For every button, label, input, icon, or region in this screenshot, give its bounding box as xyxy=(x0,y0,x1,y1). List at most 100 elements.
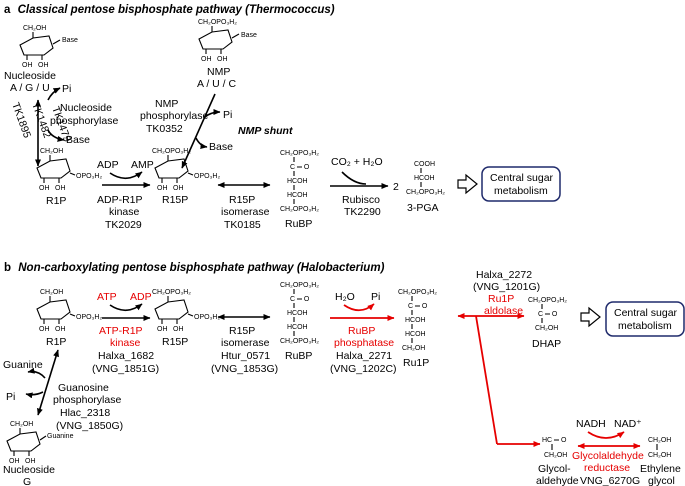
svg-text:(VNG_1853G): (VNG_1853G) xyxy=(211,363,278,375)
nmp-shunt-arrow xyxy=(181,93,216,169)
r1p-label-b: R1P xyxy=(46,336,66,348)
nmp-phos-name-1: NMP xyxy=(155,98,178,110)
svg-text:CH₂OH: CH₂OH xyxy=(23,25,46,32)
svg-text:HCOH: HCOH xyxy=(287,310,308,317)
svg-text:Guanosine: Guanosine xyxy=(58,382,109,394)
nucleoside-bases: A / G / U xyxy=(10,82,50,94)
r15p-structure-b: CH₂OPO₃H₂ OPO₃H₂ OH OH R15P xyxy=(152,289,220,348)
svg-text:(VNG_1202C): (VNG_1202C) xyxy=(330,363,397,375)
svg-text:CH₂OH: CH₂OH xyxy=(402,345,425,352)
svg-text:(VNG_1850G): (VNG_1850G) xyxy=(56,420,123,432)
ethylene-glycol-structure: CH₂OH CH₂OH Ethylene glycol xyxy=(640,437,681,486)
ru1p-label: Ru1P xyxy=(403,357,429,369)
svg-text:Guanine: Guanine xyxy=(3,359,43,371)
svg-text:OPO₃H₂: OPO₃H₂ xyxy=(194,173,220,180)
glycol-label-2: aldehyde xyxy=(536,475,579,486)
svg-text:OH: OH xyxy=(38,62,49,69)
svg-text:HC ═ O: HC ═ O xyxy=(542,437,567,444)
svg-text:C ═ O: C ═ O xyxy=(290,296,310,303)
tk-id-3: TK1895 xyxy=(9,101,33,140)
panel-b: b Non-carboxylating pentose bisphosphate… xyxy=(3,262,685,486)
svg-text:OH: OH xyxy=(55,326,66,333)
r15p-structure-a: CH₂OPO₃H₂ OPO₃H₂ OH OH R15P xyxy=(152,148,220,206)
svg-text:Hlac_2318: Hlac_2318 xyxy=(60,407,110,419)
nucleoside-g-structure: CH₂OH Guanine OH OH Nucleoside G xyxy=(3,421,74,486)
svg-text:Halxa_2272: Halxa_2272 xyxy=(476,269,532,281)
svg-text:CH₂OH: CH₂OH xyxy=(544,452,567,459)
svg-text:metabolism: metabolism xyxy=(494,185,548,197)
svg-text:OH: OH xyxy=(157,326,168,333)
nuc-phos-name-2: phosphorylase xyxy=(50,115,118,127)
svg-text:C ═ O: C ═ O xyxy=(538,311,558,318)
svg-text:VNG_6270G: VNG_6270G xyxy=(580,475,640,486)
rubp-label-b: RuBP xyxy=(285,350,312,362)
svg-text:Halxa_2271: Halxa_2271 xyxy=(336,350,392,362)
svg-text:CH₂OH: CH₂OH xyxy=(648,437,671,444)
svg-text:CH₂OH: CH₂OH xyxy=(40,148,63,155)
svg-text:HCOH: HCOH xyxy=(414,175,435,182)
svg-text:OH: OH xyxy=(39,185,50,192)
base-label: Base xyxy=(66,134,90,146)
glycol-label-1: Glycol- xyxy=(538,463,571,475)
svg-text:OH: OH xyxy=(217,56,228,63)
svg-text:Central sugar: Central sugar xyxy=(614,307,678,319)
dhap-label: DHAP xyxy=(532,338,561,350)
svg-text:HCOH: HCOH xyxy=(405,317,426,324)
ethylene-label-2: glycol xyxy=(648,475,675,486)
svg-text:Rubisco: Rubisco xyxy=(342,194,380,206)
nmp-label: NMP xyxy=(207,66,230,78)
svg-text:isomerase: isomerase xyxy=(221,337,270,349)
svg-text:CH₂OPO₃H₂: CH₂OPO₃H₂ xyxy=(398,289,437,296)
central-box-b xyxy=(605,301,685,337)
aldolase-branch xyxy=(475,315,498,445)
svg-text:R15P: R15P xyxy=(229,325,255,337)
svg-text:HCOH: HCOH xyxy=(405,331,426,338)
svg-text:OH: OH xyxy=(55,185,66,192)
svg-text:ADP-R1P: ADP-R1P xyxy=(97,194,143,206)
svg-text:C ═ O: C ═ O xyxy=(408,303,428,310)
svg-text:C ═ O: C ═ O xyxy=(290,164,310,171)
nmp-phos-id: TK0352 xyxy=(146,123,183,135)
nuc-phos-name-1: Nucleoside xyxy=(60,102,112,114)
rubp-structure-b: CH₂OPO₃H₂ C ═ O HCOH HCOH CH₂OPO₃H₂ RuBP xyxy=(280,282,319,362)
svg-text:CH₂OPO₃H₂: CH₂OPO₃H₂ xyxy=(198,19,237,26)
nucleoside-label: Nucleoside xyxy=(4,70,56,82)
svg-text:OH: OH xyxy=(25,458,36,465)
nmp-bases: A / U / C xyxy=(197,78,237,90)
svg-text:CH₂OPO₃H₂: CH₂OPO₃H₂ xyxy=(280,338,319,345)
svg-text:kinase: kinase xyxy=(110,337,141,349)
svg-text:HCOH: HCOH xyxy=(287,192,308,199)
svg-text:CH₂OH: CH₂OH xyxy=(40,289,63,296)
svg-text:TK2290: TK2290 xyxy=(344,206,381,218)
svg-text:Central sugar: Central sugar xyxy=(490,172,554,184)
svg-text:HCOH: HCOH xyxy=(287,178,308,185)
panel-a: a Classical pentose bisphosphate pathway… xyxy=(4,4,561,231)
svg-text:Base: Base xyxy=(241,32,257,39)
svg-text:phosphorylase: phosphorylase xyxy=(53,394,121,406)
svg-text:TK0185: TK0185 xyxy=(224,219,261,231)
panel-b-title: b Non-carboxylating pentose bisphosphate… xyxy=(4,262,385,274)
svg-text:metabolism: metabolism xyxy=(618,320,672,332)
svg-text:ATP-R1P: ATP-R1P xyxy=(99,325,143,337)
pi-label: Pi xyxy=(62,83,71,95)
central-box-a xyxy=(481,166,561,202)
glycolaldehyde-structure: HC ═ O CH₂OH Glycol- aldehyde xyxy=(536,437,579,486)
svg-text:2: 2 xyxy=(393,181,399,193)
atp-label: ATP xyxy=(97,291,117,303)
pga-label: 3-PGA xyxy=(407,202,439,214)
co2-label: CO₂ + H₂O xyxy=(331,156,383,168)
adp-label: ADP xyxy=(97,159,119,171)
h2o-label: H₂O xyxy=(335,291,355,303)
dhap-structure: CH₂OPO₃H₂ C ═ O CH₂OH DHAP xyxy=(528,297,567,350)
svg-text:OH: OH xyxy=(39,326,50,333)
nucleoside-g-sub: G xyxy=(23,476,31,486)
r1p-structure-a: CH₂OH OPO₃H₂ OH OH R1P xyxy=(36,148,102,207)
pi-label-b: Pi xyxy=(371,291,380,303)
nucleoside-structure: CH₂OH Base OH OH Nucleoside A / G / U xyxy=(4,25,78,94)
svg-text:Pi: Pi xyxy=(6,391,15,403)
panel-a-title: a Classical pentose bisphosphate pathway… xyxy=(4,4,335,16)
nucleoside-g-label: Nucleoside xyxy=(3,464,55,476)
r15p-label-b: R15P xyxy=(162,336,188,348)
